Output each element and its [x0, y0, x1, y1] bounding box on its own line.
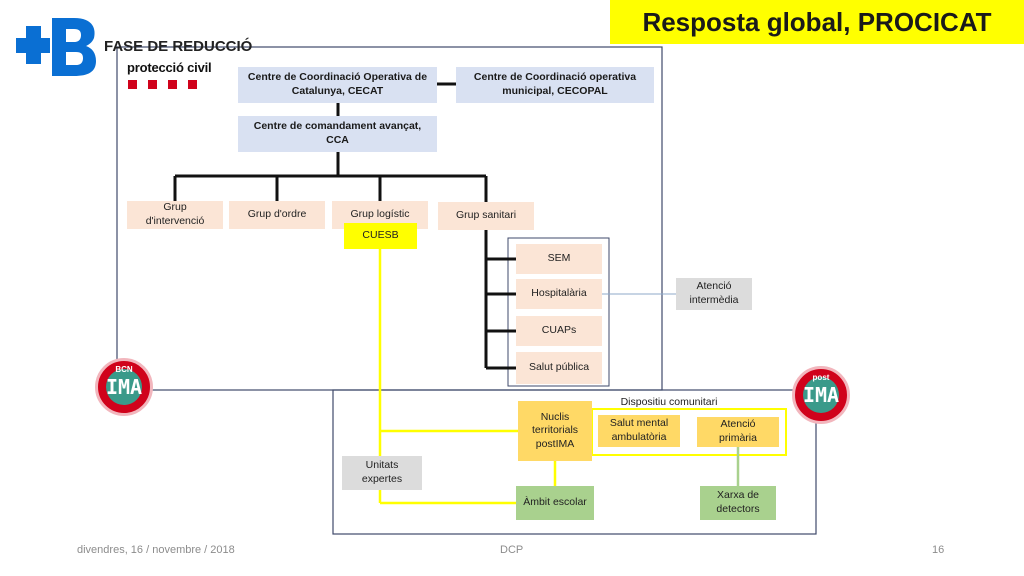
- node-salut-publica: Salut pública: [516, 352, 602, 384]
- post-ima-logo: post IMA: [792, 366, 850, 424]
- node-atencio-primaria: Atenció primària: [697, 417, 779, 447]
- node-sem: SEM: [516, 244, 602, 274]
- community-frame: [332, 389, 817, 535]
- node-nuclis-territorials: Nuclis territorials postIMA: [518, 401, 592, 461]
- page-title: Resposta global, PROCICAT: [610, 0, 1024, 44]
- proteccio-civil-mark: [148, 80, 157, 89]
- bcn-ima-logo-top: BCN: [115, 365, 133, 374]
- node-grup-sanitari: Grup sanitari: [438, 202, 534, 230]
- node-salut-mental: Salut mental ambulatòria: [598, 415, 680, 447]
- bcn-ima-logo-main: IMA: [105, 375, 143, 399]
- node-unitats-expertes: Unitats expertes: [342, 456, 422, 490]
- proteccio-civil-mark: [188, 80, 197, 89]
- node-cecat: Centre de Coordinació Operativa de Catal…: [238, 67, 437, 103]
- node-cca: Centre de comandament avançat, CCA: [238, 116, 437, 152]
- node-grup-ordre: Grup d'ordre: [229, 201, 325, 229]
- footer-date: divendres, 16 / novembre / 2018: [77, 544, 235, 556]
- node-xarxa-detectors: Xarxa de detectors: [700, 486, 776, 520]
- phase-label: FASE DE REDUCCIÓ: [104, 38, 253, 55]
- node-cuaps: CUAPs: [516, 316, 602, 346]
- post-ima-logo-top: post: [812, 373, 830, 382]
- node-grup-intervencio: Grup d'intervenció: [127, 201, 223, 229]
- page-number: 16: [932, 544, 945, 556]
- yellow-group-frame: [591, 408, 787, 456]
- sanitari-frame: [507, 237, 610, 387]
- footer-center: DCP: [500, 544, 524, 556]
- node-atencio-intermedia: Atenció intermèdia: [676, 278, 752, 310]
- post-ima-logo-main: IMA: [802, 383, 840, 407]
- proteccio-civil-mark: [128, 80, 137, 89]
- dispositiu-comunitari-label: Dispositiu comunitari: [620, 396, 718, 408]
- proteccio-civil-mark: [168, 80, 177, 89]
- node-cuesb: CUESB: [344, 223, 417, 249]
- proteccio-civil-logo: protecció civil: [127, 60, 212, 75]
- node-ambit-escolar: Àmbit escolar: [516, 486, 594, 520]
- barcelona-logo: [16, 16, 96, 78]
- bcn-ima-logo: BCN IMA: [95, 358, 153, 416]
- node-hospitalaria: Hospitalària: [516, 279, 602, 309]
- node-cecopal: Centre de Coordinació operativa municipa…: [456, 67, 654, 103]
